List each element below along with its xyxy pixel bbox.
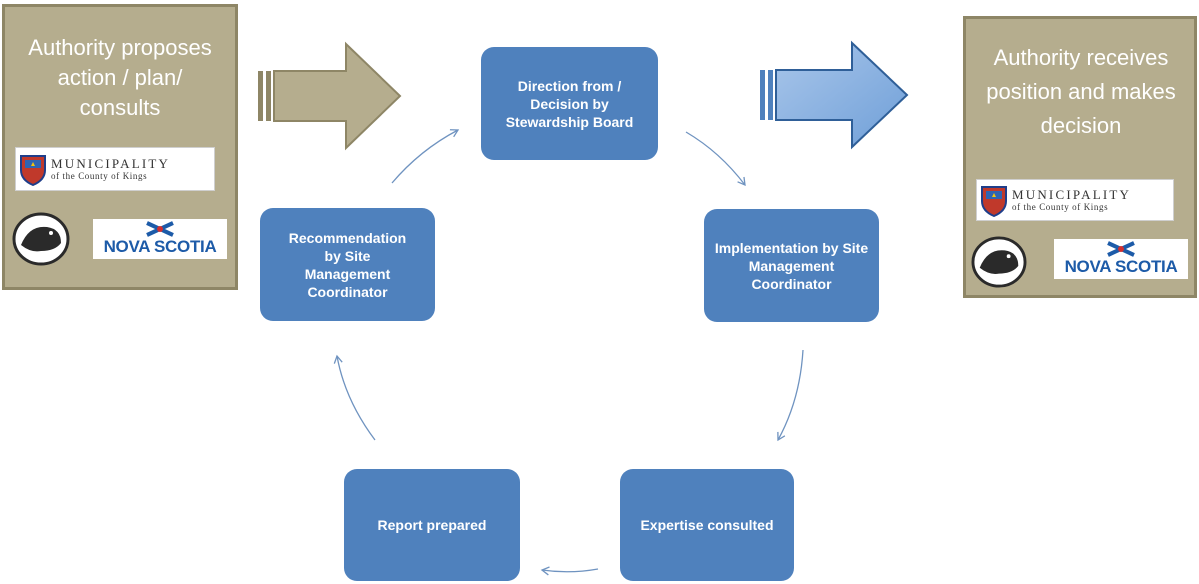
saltire-icon [146, 221, 174, 237]
step-report-prepared: Report prepared [344, 469, 520, 581]
left-authority-box: Authority proposes action / plan/ consul… [2, 4, 238, 290]
municipality-logo: MUNICIPALITY of the County of Kings [15, 147, 215, 191]
municipality-name: MUNICIPALITY [51, 155, 171, 171]
saltire-icon [1107, 241, 1135, 257]
nova-scotia-text: NOVA SCOTIA [1064, 257, 1178, 276]
step-recommendation: Recommendation by Site Management Coordi… [260, 208, 435, 321]
parks-canada-beaver-icon [971, 236, 1027, 288]
connector-recommendation-to-direction [391, 129, 460, 184]
connector-implementation-to-expertise [777, 349, 804, 442]
left-authority-title: Authority proposes action / plan/ consul… [28, 35, 212, 120]
municipality-logo: MUNICIPALITY of the County of Kings [976, 179, 1174, 221]
connector-expertise-to-report [540, 566, 599, 576]
right-authority-box: Authority receives position and makes de… [963, 16, 1197, 298]
municipality-name: MUNICIPALITY [1012, 186, 1132, 202]
parks-canada-beaver-icon [12, 212, 70, 266]
left-block-arrow [258, 41, 402, 151]
nova-scotia-logo: NOVA SCOTIA [1054, 239, 1188, 279]
right-block-arrow [760, 40, 909, 150]
connector-direction-to-implementation [685, 131, 746, 187]
right-authority-title: Authority receives position and makes de… [986, 45, 1176, 138]
nova-scotia-text: NOVA SCOTIA [103, 237, 217, 256]
municipality-subtitle: of the County of Kings [51, 170, 148, 181]
step-direction-from-board: Direction from / Decision by Stewardship… [481, 47, 658, 160]
step-expertise-consulted: Expertise consulted [620, 469, 794, 581]
crest-icon [20, 155, 46, 186]
connector-report-to-recommendation [333, 354, 376, 441]
nova-scotia-logo: NOVA SCOTIA [93, 219, 227, 259]
municipality-subtitle: of the County of Kings [1012, 201, 1109, 212]
crest-icon [981, 186, 1007, 217]
step-implementation: Implementation by Site Management Coordi… [704, 209, 879, 322]
